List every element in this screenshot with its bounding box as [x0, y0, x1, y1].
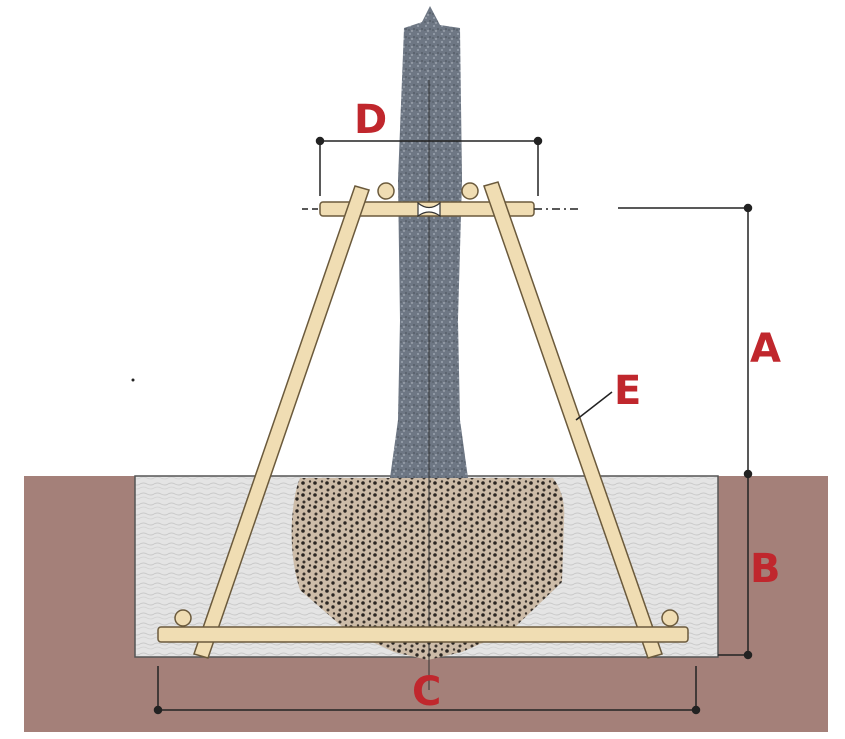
dimension-c — [153, 666, 701, 715]
label-c: C — [412, 669, 441, 715]
bottom-knob-left — [174, 609, 192, 627]
root-ball — [291, 478, 565, 660]
dimension-a-b — [618, 203, 753, 660]
left-stake — [193, 185, 370, 659]
top-knob-right — [461, 182, 479, 200]
stray-mark — [131, 378, 135, 382]
top-knob-left — [377, 182, 395, 200]
label-d: D — [354, 97, 387, 143]
trunk-clamp — [417, 201, 441, 218]
label-e: E — [614, 368, 641, 414]
label-b: B — [750, 546, 781, 592]
label-a: A — [750, 326, 781, 372]
bottom-tie-bar — [157, 626, 689, 643]
bottom-knob-right — [661, 609, 679, 627]
leader-line-e — [575, 391, 613, 421]
right-stake — [483, 181, 663, 659]
dimension-d — [315, 136, 543, 196]
